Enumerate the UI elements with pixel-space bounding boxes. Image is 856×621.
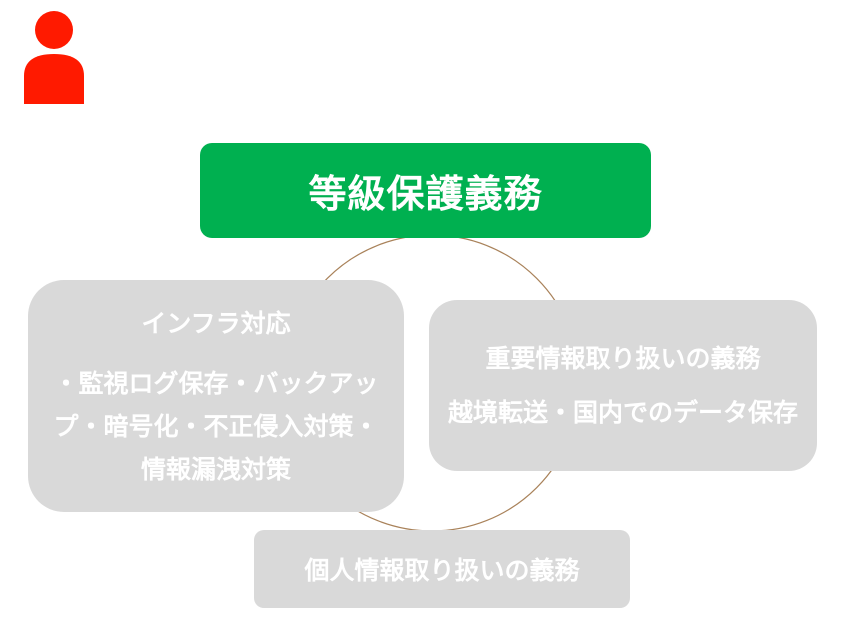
node-infra-title: インフラ対応 bbox=[141, 309, 291, 338]
node-important-data-title: 重要情報取り扱いの義務 bbox=[485, 343, 761, 373]
node-personal-data-title: 個人情報取り扱いの義務 bbox=[304, 556, 580, 585]
node-important-data: 重要情報取り扱いの義務 越境転送・国内でのデータ保存 bbox=[429, 300, 817, 471]
person-icon bbox=[20, 8, 88, 104]
center-node-label: 等級保護義務 bbox=[308, 172, 543, 216]
node-personal-data: 個人情報取り扱いの義務 bbox=[254, 530, 630, 608]
node-important-data-body: 越境転送・国内でのデータ保存 bbox=[447, 397, 798, 427]
node-infra-body: ・監視ログ保存・バックアップ・暗号化・不正侵入対策・情報漏洩対策 bbox=[53, 369, 379, 484]
center-node: 等級保護義務 bbox=[200, 143, 651, 238]
node-infra: インフラ対応 ・監視ログ保存・バックアップ・暗号化・不正侵入対策・情報漏洩対策 bbox=[28, 280, 404, 512]
